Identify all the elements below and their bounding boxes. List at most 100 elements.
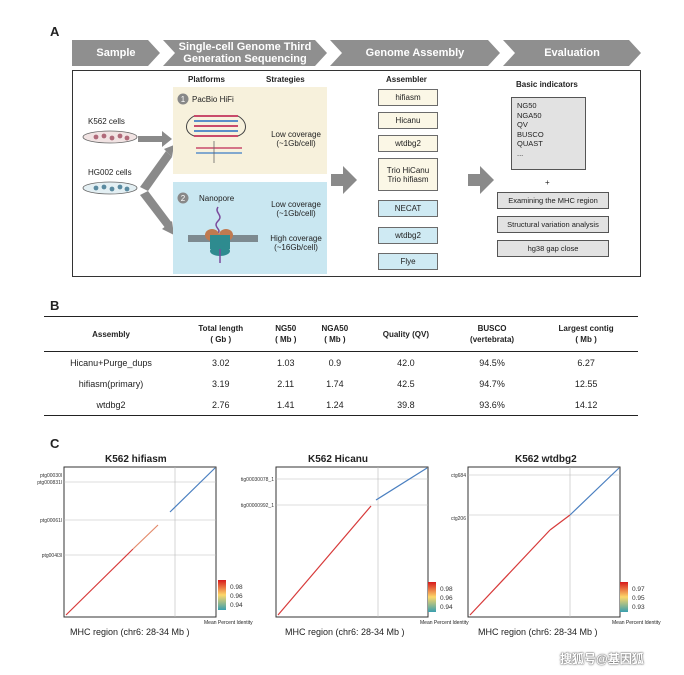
svg-text:2: 2 (181, 194, 186, 203)
cell-nga50: 0.9 (328, 357, 342, 368)
nanopore-label: Nanopore (199, 194, 235, 203)
step-2-badge: 2 (177, 192, 189, 204)
col-nga50: NGA50( Mb ) (307, 316, 362, 352)
cell-largest-contig: 12.55 (574, 378, 598, 389)
cell-ng50: 2.11 (277, 378, 295, 389)
svg-text:0.98: 0.98 (440, 586, 453, 593)
svg-text:ctg206: ctg206 (451, 516, 466, 522)
col-ng50: NG50( Mb ) (263, 316, 308, 352)
cell-qv: 42.0 (397, 357, 415, 368)
cell-largest-contig: 14.12 (534, 394, 638, 416)
cell-assembly: Hicanu+Purge_dups (70, 357, 152, 368)
nanopore-low-strategy: Low coverage (~1Gb/cell) (271, 200, 321, 218)
watermark-text: 搜狐号@基因狐 (560, 652, 644, 666)
panel-a-frame (72, 70, 641, 277)
svg-text:0.96: 0.96 (230, 593, 243, 600)
legend-hifiasm: 0.98 0.96 0.94 (218, 580, 243, 610)
nanopore-high-strategy: High coverage (~16Gb/cell) (270, 234, 322, 252)
assembly-stats-table: Assembly Total length( Gb ) NG50( Mb ) N… (44, 316, 638, 416)
assembler-wtdbg2: wtdbg2 (378, 135, 438, 152)
svg-text:0.95: 0.95 (632, 595, 645, 602)
table-row: wtdbg2 2.76 1.41 1.24 39.8 93.6% 14.12 (44, 394, 638, 416)
cell-busco: 94.7% (479, 378, 505, 389)
step-assembly: Genome Assembly (330, 40, 500, 66)
cell-ng50: 1.03 (276, 357, 295, 368)
table-row: hifiasm(primary) 3.19 2.11 1.74 42.5 94.… (44, 373, 638, 394)
col-busco: BUSCO(vertebrata) (449, 316, 535, 352)
xlabel-wtdbg2: MHC region (chr6: 28-34 Mb ) (478, 627, 598, 637)
svg-text:0.93: 0.93 (632, 604, 645, 611)
svg-text:tig00000992_1: tig00000992_1 (241, 503, 274, 509)
plot-title-hifiasm: K562 hifiasm (105, 454, 167, 465)
step-sequencing: Single-cell Genome Third Generation Sequ… (163, 40, 327, 66)
hifi-smrtbell-icon (186, 115, 246, 163)
legend-hicanu: 0.98 0.96 0.94 (428, 582, 453, 612)
legend-title-hicanu: Mean Percent Identity (420, 620, 469, 626)
svg-text:0.97: 0.97 (632, 586, 645, 593)
platforms-header: Platforms (188, 75, 225, 84)
k562-cells-label: K562 cells (88, 117, 125, 126)
basic-indicators-header: Basic indicators (516, 80, 578, 89)
strategies-header: Strategies (266, 75, 305, 84)
svg-text:ptg00061l: ptg00061l (40, 518, 62, 524)
svg-text:ptg00030l: ptg00030l (40, 473, 62, 479)
svg-text:tig00030078_1: tig00030078_1 (241, 477, 274, 483)
assembler-flye: Flye (378, 253, 438, 270)
assembler-trio: Trio HiCanu Trio hifiasm (378, 158, 438, 191)
cell-qv: 42.5 (397, 378, 415, 389)
step-sample: Sample (72, 40, 160, 66)
col-qv: Quality (QV) (361, 316, 450, 352)
svg-text:0.96: 0.96 (440, 595, 453, 602)
col-total-length: Total length( Gb ) (178, 316, 264, 352)
plot-title-wtdbg2: K562 wtdbg2 (515, 454, 577, 465)
legend-title-wtdbg2: Mean Percent Identity (612, 620, 661, 626)
cell-total-length: 3.19 (211, 378, 230, 389)
col-largest-contig: Largest contig( Mb ) (534, 316, 638, 352)
pacbio-hifi-label: PacBio HiFi (192, 95, 234, 104)
nanopore-pore-icon (188, 206, 258, 263)
cell-ng50: 1.41 (263, 394, 308, 416)
step-evaluation: Evaluation (503, 40, 641, 66)
svg-text:0.94: 0.94 (230, 602, 243, 609)
svg-text:0.98: 0.98 (230, 584, 243, 591)
plus-sign: + (545, 178, 550, 187)
hifi-strategy: Low coverage (~1Gb/cell) (271, 130, 321, 148)
hg002-dish-icon (82, 181, 138, 195)
panel-a-letter: A (50, 24, 60, 39)
cell-nga50: 1.74 (326, 378, 344, 389)
cell-qv: 39.8 (361, 394, 450, 416)
table-row: Hicanu+Purge_dups 3.02 1.03 0.9 42.0 94.… (44, 352, 638, 374)
svg-text:ptg004l3l: ptg004l3l (42, 553, 62, 559)
svg-text:ctg684: ctg684 (451, 473, 466, 479)
cells-to-platform-arrows (138, 131, 174, 235)
to-evaluation-arrow (468, 166, 494, 194)
step-1-badge: 1 (177, 93, 189, 105)
eval-gap-close: hg38 gap close (497, 240, 609, 257)
basic-indicators-box: NG50 NGA50 QV BUSCO QUAST ... (511, 97, 586, 170)
to-assembly-arrow (331, 166, 357, 194)
hg002-cells-label: HG002 cells (88, 168, 132, 177)
cell-assembly: hifiasm(primary) (78, 378, 144, 389)
svg-text:1: 1 (181, 95, 186, 104)
svg-text:ptg000831l: ptg000831l (37, 480, 62, 486)
cell-assembly: wtdbg2 (44, 394, 178, 416)
cell-total-length: 2.76 (178, 394, 264, 416)
svg-text:0.94: 0.94 (440, 604, 453, 611)
cell-total-length: 3.02 (211, 357, 230, 368)
panel-c-letter: C (50, 436, 60, 451)
dotplot-hifiasm: ptg00030l ptg000831l ptg00061l ptg004l3l (37, 466, 217, 618)
eval-sv: Structural variation analysis (497, 216, 609, 233)
assembler-necat: NECAT (378, 200, 438, 217)
xlabel-hicanu: MHC region (chr6: 28-34 Mb ) (285, 627, 405, 637)
k562-dish-icon (82, 130, 138, 144)
col-assembly: Assembly (44, 316, 178, 352)
assembler-hicanu: Hicanu (378, 112, 438, 129)
eval-mhc: Examining the MHC region (497, 192, 609, 209)
plot-title-hicanu: K562 Hicanu (308, 454, 369, 465)
cell-busco: 93.6% (449, 394, 535, 416)
cell-nga50: 1.24 (307, 394, 362, 416)
assembler-hifiasm: hifiasm (378, 89, 438, 106)
legend-title-hifiasm: Mean Percent Identity (204, 620, 253, 626)
xlabel-hifiasm: MHC region (chr6: 28-34 Mb ) (70, 627, 190, 637)
dotplot-wtdbg2: ctg684 ctg206 (451, 466, 621, 618)
